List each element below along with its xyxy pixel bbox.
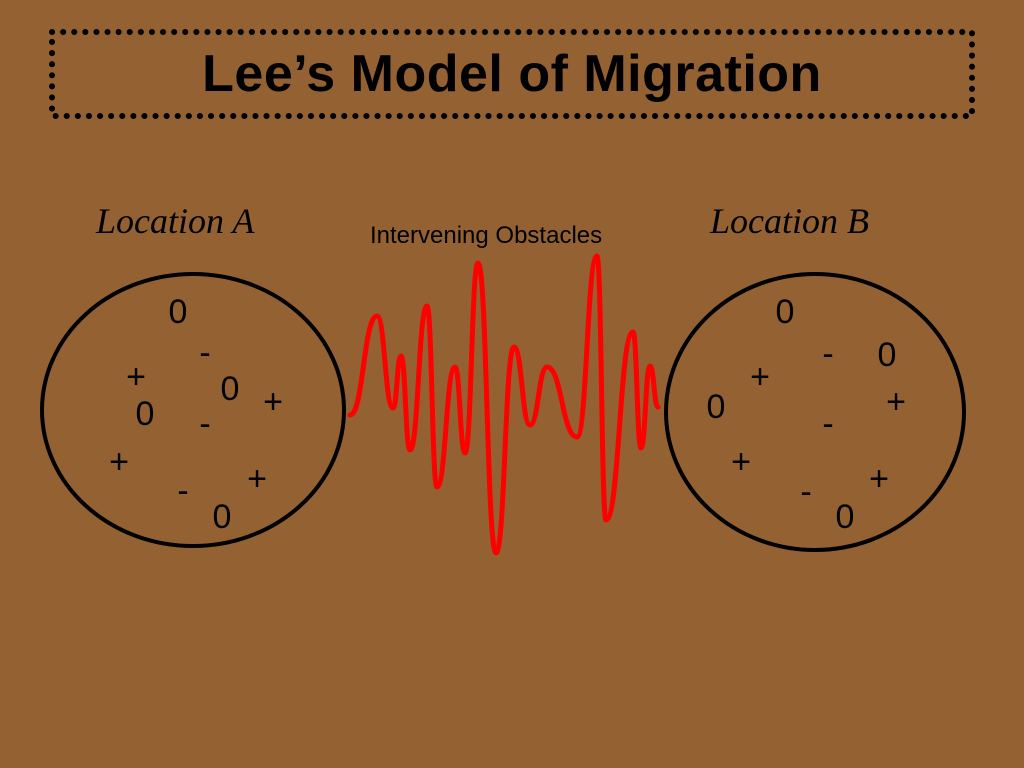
location-a-circle bbox=[40, 272, 346, 548]
location-b-symbols: 0-0+0+-+-+0 bbox=[707, 293, 906, 536]
location-a-factor-symbol: 0 bbox=[221, 370, 240, 408]
location-a-factor-symbol: 0 bbox=[169, 293, 188, 331]
location-a-factor-symbol: + bbox=[109, 443, 129, 481]
title-box: Lee’s Model of Migration bbox=[48, 28, 976, 120]
location-b-factor-symbol: 0 bbox=[836, 498, 855, 536]
location-a-factor-symbol: 0 bbox=[213, 498, 232, 536]
location-a-symbols: 0-+0+0-+-+0 bbox=[109, 293, 283, 536]
location-a-factor-symbol: - bbox=[199, 334, 210, 372]
location-b-label: Location B bbox=[710, 201, 869, 241]
location-a-factor-symbol: + bbox=[247, 460, 267, 498]
location-b-factor-symbol: + bbox=[869, 460, 889, 498]
location-b-factor-symbol: + bbox=[750, 358, 770, 396]
location-a-factor-symbol: + bbox=[263, 383, 283, 421]
location-a-factor-symbol: + bbox=[126, 358, 146, 396]
location-b-factor-symbol: 0 bbox=[878, 336, 897, 374]
location-b-factor-symbol: + bbox=[886, 383, 906, 421]
location-b-factor-symbol: - bbox=[822, 405, 833, 443]
location-a-label: Location A bbox=[96, 201, 255, 241]
page-title: Lee’s Model of Migration bbox=[202, 45, 822, 103]
intervening-obstacles-label: Intervening Obstacles bbox=[370, 222, 603, 249]
location-a-factor-symbol: 0 bbox=[136, 395, 155, 433]
location-a-factor-symbol: - bbox=[199, 405, 210, 443]
intervening-obstacles-wave bbox=[347, 253, 661, 556]
location-b-factor-symbol: 0 bbox=[776, 293, 795, 331]
location-b-factor-symbol: - bbox=[800, 473, 811, 511]
location-b-circle bbox=[664, 272, 966, 552]
location-a-factor-symbol: - bbox=[177, 472, 188, 510]
dotted-border bbox=[49, 29, 975, 119]
location-b-factor-symbol: - bbox=[822, 335, 833, 373]
location-b-factor-symbol: + bbox=[731, 443, 751, 481]
location-b-factor-symbol: 0 bbox=[707, 388, 726, 426]
